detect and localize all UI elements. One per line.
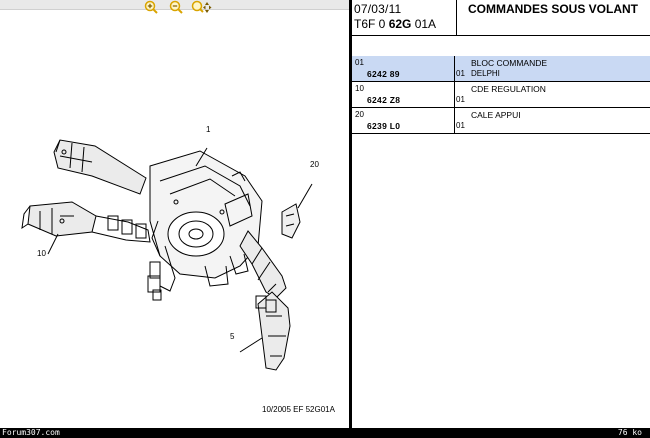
part-reference[interactable]: 6242 89: [367, 69, 400, 79]
table-row[interactable]: 20 6239 L0 01 CALE APPUI: [352, 108, 650, 134]
part-reference[interactable]: 6242 Z8: [367, 95, 401, 105]
panel-divider: [349, 0, 352, 428]
part-quantity: 01: [456, 69, 465, 78]
part-label: CALE APPUI: [471, 110, 521, 120]
lighting-stalk: [53, 139, 147, 195]
diagram-panel: 1 20 10 5 10/2005 EF 52G01A: [0, 0, 349, 414]
zoom-in-icon[interactable]: [143, 0, 159, 14]
page-title: COMMANDES SOUS VOLANT: [467, 2, 638, 16]
header-date: 07/03/11: [354, 2, 402, 16]
callout-5[interactable]: 5: [230, 332, 235, 341]
header-code: T6F 0 62G 01A: [354, 17, 437, 31]
part-reference[interactable]: 6239 L0: [367, 121, 401, 131]
document-reference: 10/2005 EF 52G01A: [262, 405, 335, 414]
callout-20[interactable]: 20: [310, 160, 319, 169]
toolbar: [0, 0, 349, 16]
parts-table: 01 6242 89 01 BLOC COMMANDE DELPHI 10 62…: [352, 56, 650, 134]
part-quantity: 01: [456, 121, 465, 130]
callout-1[interactable]: 1: [206, 125, 211, 134]
site-name[interactable]: Forum307.com: [2, 428, 60, 437]
table-row[interactable]: 01 6242 89 01 BLOC COMMANDE DELPHI: [352, 56, 650, 82]
zoom-move-icon[interactable]: [191, 0, 213, 14]
header-rule: [352, 35, 650, 36]
status-bar: Forum307.com 76 ko: [0, 428, 650, 438]
part-quantity: 01: [456, 95, 465, 104]
column-divider: [454, 108, 455, 133]
file-size: 76 ko: [617, 428, 642, 437]
part-brand: DELPHI: [471, 69, 500, 78]
table-row[interactable]: 10 6242 Z8 01 CDE REGULATION: [352, 82, 650, 108]
zoom-out-icon[interactable]: [168, 0, 184, 14]
part-label: BLOC COMMANDE: [471, 58, 548, 68]
part-label: CDE REGULATION: [471, 84, 546, 94]
column-divider: [454, 56, 455, 81]
callout-10[interactable]: 10: [37, 249, 46, 258]
header-divider: [456, 0, 457, 36]
row-index: 10: [355, 84, 364, 93]
exploded-view-drawing: [21, 139, 313, 371]
parts-panel: 07/03/11 T6F 0 62G 01A COMMANDES SOUS VO…: [352, 0, 650, 428]
column-divider: [454, 82, 455, 107]
support-shim: [281, 203, 301, 239]
lower-control-stalk: [257, 291, 291, 371]
row-index: 20: [355, 110, 364, 119]
row-index: 01: [355, 58, 364, 67]
